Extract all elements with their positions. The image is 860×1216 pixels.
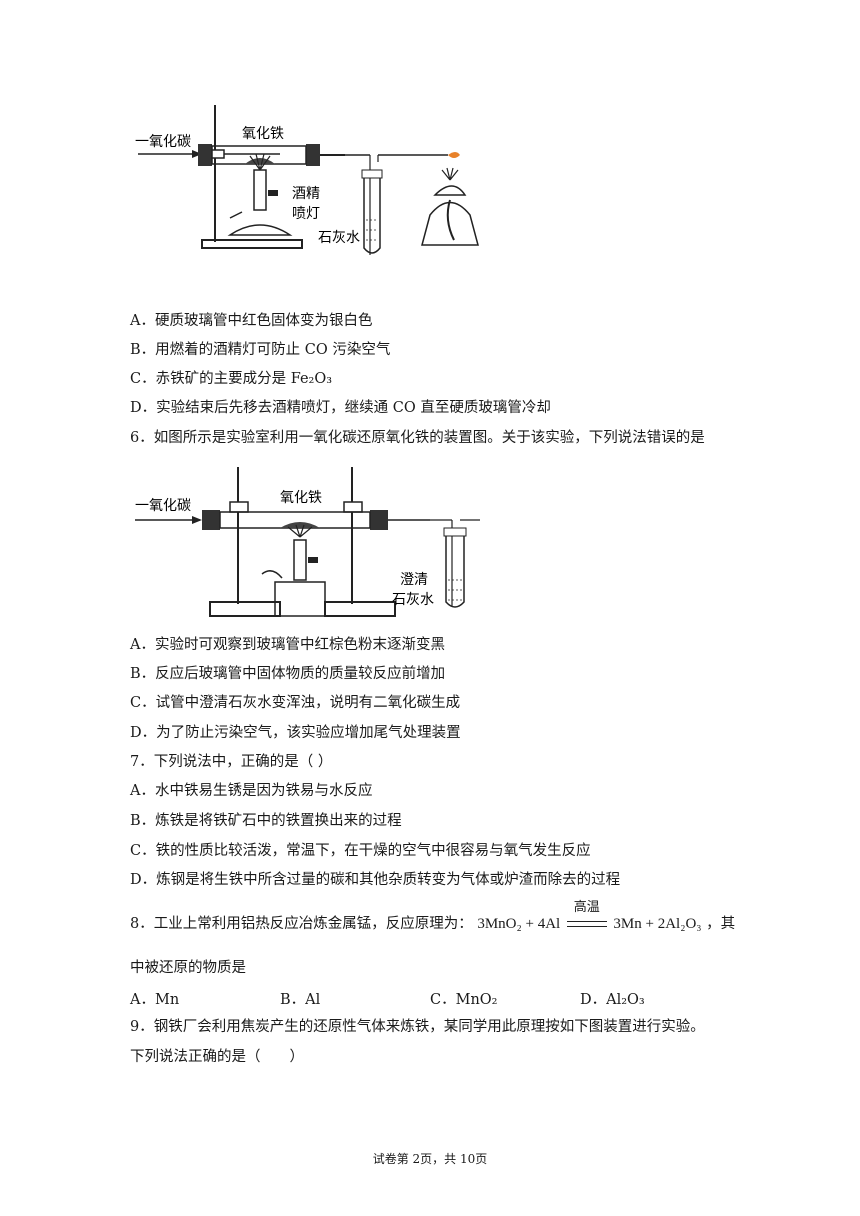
label-limewater-1: 石灰水 [318, 230, 360, 246]
q7-option-b: B．炼铁是将铁矿石中的铁置换出来的过程 [130, 813, 402, 829]
q8-option-a: A．Mn [130, 992, 180, 1008]
q8-option-d: D．Al₂O₃ [580, 992, 645, 1008]
q8-stem-prefix: 8．工业上常利用铝热反应冶炼金属锰，反应原理为： [130, 916, 473, 932]
q8-equals-sign [566, 921, 607, 927]
q7-option-c: C．铁的性质比较活泼，常温下，在干燥的空气中很容易与氧气发生反应 [130, 843, 591, 859]
q6-option-b: B．反应后玻璃管中固体物质的质量较反应前增加 [130, 666, 446, 682]
q6-option-a: A．实验时可观察到玻璃管中红棕色粉末逐渐变黑 [130, 637, 445, 653]
q5-option-c: C．赤铁矿的主要成分是 Fe₂O₃ [130, 371, 333, 387]
label-lamp-line1: 酒精 [292, 186, 320, 202]
label-co-1: 一氧化碳 [135, 134, 191, 150]
q9-stem-line1: 9．钢铁厂会利用焦炭产生的还原性气体来炼铁，某同学用此原理按如下图装置进行实验。 [130, 1019, 705, 1035]
q5-option-a: A．硬质玻璃管中红色固体变为银白色 [130, 313, 373, 329]
q7-option-a: A．水中铁易生锈是因为铁易与水反应 [130, 783, 373, 799]
q8-reaction-condition: 高温 [566, 900, 607, 934]
q8-option-b: B．Al [280, 992, 321, 1008]
q8-condition-text: 高温 [573, 900, 600, 915]
label-clear-line2: 石灰水 [392, 592, 434, 608]
q6-option-c: C．试管中澄清石灰水变浑浊，说明有二氧化碳生成 [130, 695, 461, 711]
q8-option-c: C．MnO₂ [430, 992, 498, 1008]
q6-stem: 6．如图所示是实验室利用一氧化碳还原氧化铁的装置图。关于该实验，下列说法错误的是 [130, 430, 705, 446]
q8-equation-right: 3Mn + 2Al₂O₃ [613, 916, 702, 932]
label-clear-line1: 澄清 [400, 572, 428, 588]
q7-option-d: D．炼钢是将生铁中所含过量的碳和其他杂质转变为气体或炉渣而除去的过程 [130, 872, 621, 888]
figure-apparatus-1: 一氧化碳 氧化铁 酒精 喷灯 石灰水 [130, 100, 490, 275]
label-lamp-line2: 喷灯 [292, 206, 320, 222]
label-co-2: 一氧化碳 [135, 498, 191, 514]
q8-stem-line2: 中被还原的物质是 [130, 960, 246, 976]
label-iron-oxide-2: 氧化铁 [280, 490, 322, 506]
q7-stem: 7．下列说法中，正确的是（ ） [130, 754, 333, 770]
q8-stem-line1: 8．工业上常利用铝热反应冶炼金属锰，反应原理为： 3MnO₂ + 4Al 高温 … [130, 900, 736, 934]
q8-stem-suffix: ，其 [706, 916, 736, 932]
q5-option-d: D．实验结束后先移去酒精喷灯，继续通 CO 直至硬质玻璃管冷却 [130, 400, 551, 416]
apparatus-1-drawing: 一氧化碳 氧化铁 酒精 喷灯 石灰水 [135, 105, 479, 255]
q9-stem-line2: 下列说法正确的是（ ） [130, 1049, 304, 1065]
label-iron-oxide-1: 氧化铁 [242, 126, 284, 142]
figure-apparatus-2: 一氧化碳 氧化铁 澄清 石灰水 [130, 462, 490, 622]
q8-options: A．Mn B．Al C．MnO₂ D．Al₂O₃ [130, 988, 690, 1008]
q5-option-b: B．用燃着的酒精灯可防止 CO 污染空气 [130, 342, 391, 358]
q6-option-d: D．为了防止污染空气，该实验应增加尾气处理装置 [130, 725, 461, 741]
page-footer: 试卷第 2页，共 10页 [372, 1152, 488, 1166]
apparatus-2-drawing: 一氧化碳 氧化铁 澄清 石灰水 [135, 467, 480, 617]
q8-equation-left: 3MnO₂ + 4Al [477, 916, 561, 932]
